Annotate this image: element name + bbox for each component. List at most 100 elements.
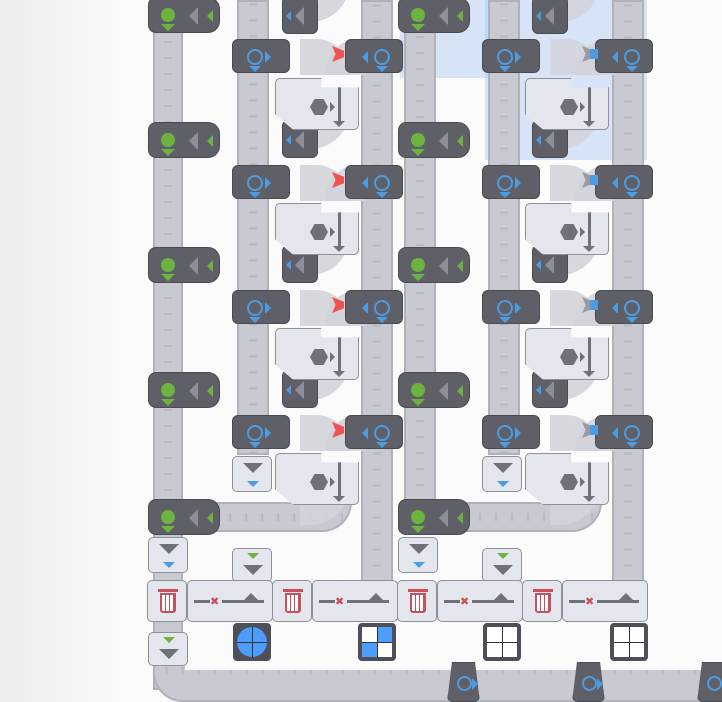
filter-funnel-icon — [493, 593, 509, 601]
belt-balancer[interactable] — [447, 662, 480, 702]
trash-bin[interactable] — [397, 580, 437, 622]
splitter-icon — [161, 383, 175, 397]
item-producer[interactable] — [482, 456, 522, 492]
arrow-left-icon — [439, 382, 448, 400]
balancer[interactable] — [482, 165, 540, 199]
arrow-right-icon — [515, 302, 521, 314]
blue-marker — [590, 300, 598, 310]
cutter[interactable] — [275, 78, 359, 130]
balancer-icon — [374, 300, 390, 316]
item-producer[interactable] — [232, 456, 272, 492]
display-circle-blue-quarters[interactable] — [233, 623, 271, 661]
splitter[interactable] — [398, 247, 470, 283]
balancer[interactable] — [582, 39, 653, 73]
balancer[interactable] — [232, 290, 290, 324]
balancer[interactable] — [582, 415, 653, 449]
shape-quadrant — [377, 627, 392, 642]
conveyor-belt-vertical[interactable] — [153, 0, 183, 690]
arrow-left-icon — [295, 7, 304, 25]
arrow-left-icon — [189, 132, 198, 150]
splitter-icon — [161, 8, 175, 22]
balancer[interactable] — [232, 165, 290, 199]
shape-quadrant — [629, 627, 644, 642]
arrow-left-icon — [189, 7, 198, 25]
output-line — [588, 337, 591, 373]
filter-line — [569, 600, 639, 603]
display-windmill-white[interactable] — [483, 623, 521, 661]
conveyor-belt-vertical[interactable] — [488, 0, 520, 455]
splitter[interactable] — [148, 0, 220, 33]
item-producer[interactable] — [148, 632, 188, 666]
arrow-right-icon — [330, 477, 335, 487]
item-producer[interactable] — [398, 537, 438, 573]
balancer[interactable] — [482, 290, 540, 324]
balancer[interactable] — [332, 165, 403, 199]
arrow-left-icon — [536, 385, 541, 395]
filter[interactable]: ✖ — [187, 580, 273, 622]
trash-bin[interactable] — [147, 580, 187, 622]
item-producer[interactable] — [232, 548, 272, 582]
shape-quadrant — [487, 627, 502, 642]
item-producer[interactable] — [148, 537, 188, 573]
conveyor-belt-vertical[interactable] — [237, 0, 269, 455]
filter[interactable]: ✖ — [437, 580, 523, 622]
blue-marker — [590, 175, 598, 185]
arrow-right-icon — [515, 427, 521, 439]
display-windmill-white-2[interactable] — [610, 623, 648, 661]
arrow-down-icon — [333, 371, 345, 377]
trash-bin[interactable] — [522, 580, 562, 622]
cutter[interactable] — [275, 328, 359, 380]
arrow-left-icon — [545, 131, 554, 149]
belt-balancer[interactable] — [572, 662, 605, 702]
splitter-icon — [411, 258, 425, 272]
cutter[interactable] — [275, 453, 359, 505]
shape-quadrant — [629, 642, 644, 657]
shape-quadrant — [614, 627, 629, 642]
balancer[interactable] — [582, 165, 653, 199]
filter[interactable]: ✖ — [312, 580, 398, 622]
arrow-right-icon — [472, 678, 478, 690]
reject-icon: ✖ — [460, 595, 472, 608]
cutter[interactable] — [525, 328, 609, 380]
tunnel[interactable] — [282, 0, 318, 34]
arrow-down-icon — [626, 317, 638, 323]
item-producer[interactable] — [482, 548, 522, 582]
balancer[interactable] — [332, 415, 403, 449]
balancer-icon — [247, 49, 263, 65]
shape-stack-icon — [310, 474, 328, 490]
shape-quadrant — [252, 642, 267, 657]
splitter[interactable] — [398, 499, 470, 535]
arrow-down-icon — [376, 192, 388, 198]
arrow-left-icon — [207, 385, 213, 397]
output-line — [338, 462, 341, 498]
cutter[interactable] — [525, 203, 609, 255]
splitter[interactable] — [398, 0, 470, 33]
balancer[interactable] — [232, 415, 290, 449]
arrow-down-icon — [499, 317, 511, 323]
balancer[interactable] — [482, 39, 540, 73]
arrow-left-icon — [612, 177, 618, 189]
arrow-down-icon — [626, 66, 638, 72]
splitter[interactable] — [148, 372, 220, 408]
splitter[interactable] — [398, 372, 470, 408]
arrow-left-icon — [457, 512, 463, 524]
splitter[interactable] — [398, 122, 470, 158]
balancer[interactable] — [332, 290, 403, 324]
output-line — [588, 212, 591, 248]
cutter[interactable] — [275, 203, 359, 255]
trash-bin[interactable] — [272, 580, 312, 622]
tunnel[interactable] — [532, 0, 568, 34]
splitter[interactable] — [148, 247, 220, 283]
filter[interactable]: ✖ — [562, 580, 648, 622]
balancer-icon — [624, 300, 640, 316]
display-square-checker[interactable] — [358, 623, 396, 661]
balancer[interactable] — [482, 415, 540, 449]
splitter[interactable] — [148, 122, 220, 158]
splitter[interactable] — [148, 499, 220, 535]
cutter[interactable] — [525, 453, 609, 505]
balancer[interactable] — [232, 39, 290, 73]
arrow-right-icon — [597, 678, 603, 690]
balancer[interactable] — [582, 290, 653, 324]
balancer[interactable] — [332, 39, 403, 73]
